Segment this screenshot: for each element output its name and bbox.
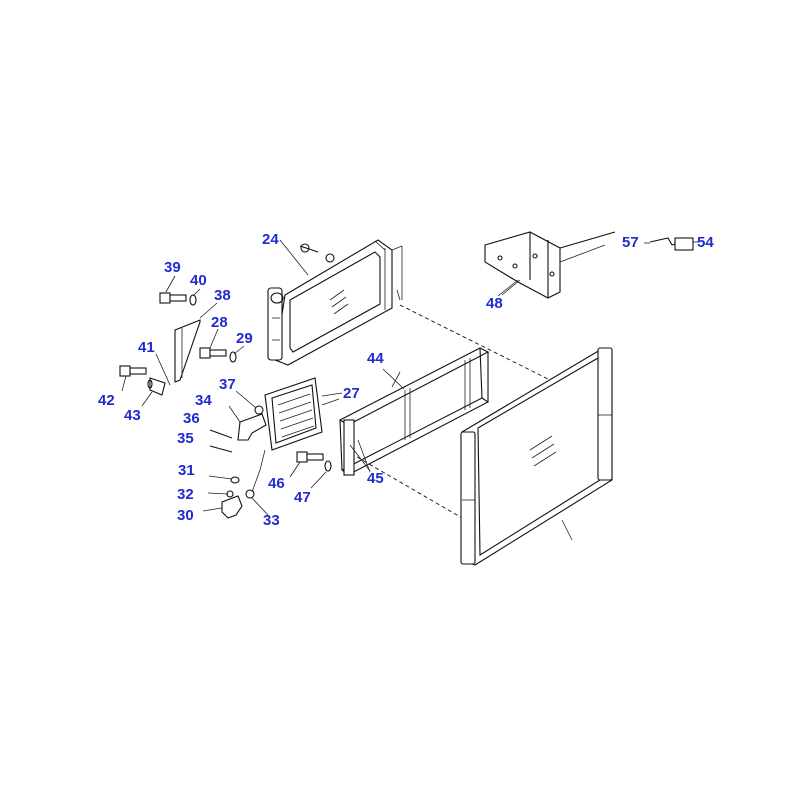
callout-38: 38 — [214, 287, 231, 304]
callout-47: 47 — [294, 489, 311, 506]
radiator — [267, 239, 403, 366]
callout-57: 57 — [622, 234, 639, 251]
leader-lines — [121, 242, 650, 516]
callout-46: 46 — [268, 475, 285, 492]
callout-48: 48 — [486, 295, 503, 312]
callout-24: 24 — [262, 231, 279, 248]
callout-37: 37 — [219, 376, 236, 393]
callout-28: 28 — [211, 314, 228, 331]
callout-30: 30 — [177, 507, 194, 524]
callout-54: 54 — [697, 234, 714, 251]
small-cooler — [251, 377, 343, 493]
callout-45: 45 — [367, 470, 384, 487]
mounting-bracket — [484, 231, 700, 299]
fasteners — [119, 292, 332, 519]
callout-40: 40 — [190, 272, 207, 289]
callout-33: 33 — [263, 512, 280, 529]
callout-35: 35 — [177, 430, 194, 447]
callout-34: 34 — [195, 392, 212, 409]
callout-27: 27 — [343, 385, 360, 402]
callout-36: 36 — [183, 410, 200, 427]
callout-42: 42 — [98, 392, 115, 409]
callout-43: 43 — [124, 407, 141, 424]
support-frame — [338, 347, 490, 476]
callout-41: 41 — [138, 339, 155, 356]
callout-29: 29 — [236, 330, 253, 347]
callout-31: 31 — [178, 462, 195, 479]
callout-44: 44 — [367, 350, 384, 367]
callout-32: 32 — [177, 486, 194, 503]
callout-39: 39 — [164, 259, 181, 276]
condenser — [460, 347, 613, 566]
